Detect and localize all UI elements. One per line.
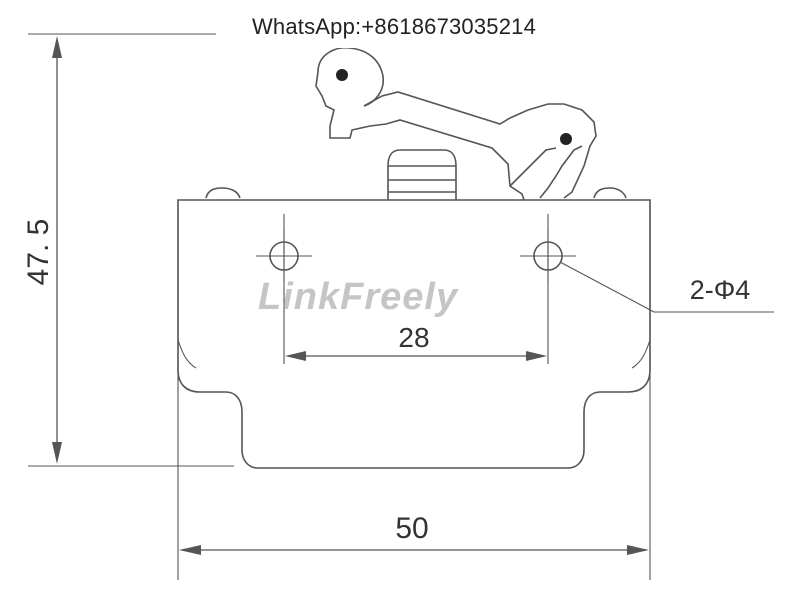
height-arrow-bottom	[52, 442, 62, 464]
width-label: 50	[395, 512, 428, 545]
roller-pivot	[336, 69, 348, 81]
hole-spec-label: 2-Φ4	[690, 275, 751, 305]
contact-banner: WhatsApp:+8618673035214	[216, 6, 572, 48]
hole-spec-leader	[559, 261, 655, 313]
right-bump	[593, 187, 627, 199]
hole-arrow-left	[285, 351, 306, 361]
hole-arrow-right	[526, 351, 547, 361]
width-arrow-left	[179, 545, 201, 555]
lever-actuator	[315, 46, 597, 201]
width-arrow-right	[627, 545, 649, 555]
height-arrow-top	[52, 36, 62, 58]
height-label: 47. 5	[22, 219, 55, 286]
body-inner-right	[631, 339, 651, 369]
body-inner-left	[177, 339, 197, 369]
brand-watermark: LinkFreely	[258, 276, 459, 318]
plunger	[387, 149, 457, 200]
lever-pivot	[560, 133, 572, 145]
switch-body	[177, 199, 651, 469]
hole-spacing-label: 28	[398, 322, 429, 353]
left-bump	[205, 187, 241, 199]
